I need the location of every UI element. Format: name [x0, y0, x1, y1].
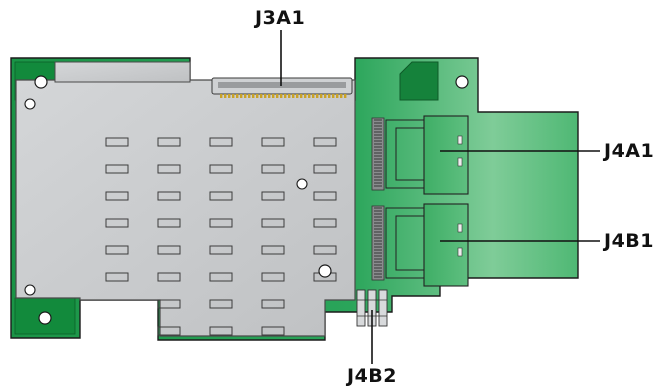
heatsink-fin — [313, 191, 337, 201]
heatsink-fin — [157, 299, 181, 309]
heatsink-fin — [105, 164, 129, 174]
heatsink-fin — [157, 272, 181, 282]
header-pin — [320, 94, 323, 98]
header-pin — [232, 94, 235, 98]
heatsink-fin — [105, 191, 129, 201]
connector-j4a1 — [371, 115, 469, 195]
connector-j3a1-pins — [220, 94, 347, 98]
header-pin — [340, 94, 343, 98]
header-pin — [272, 94, 275, 98]
header-pin — [304, 94, 307, 98]
header-pin — [256, 94, 259, 98]
label-j4b1: J4B1 — [604, 230, 654, 252]
label-j3a1: J3A1 — [255, 7, 306, 29]
heatsink-fin — [261, 191, 285, 201]
header-pin — [224, 94, 227, 98]
heatsink-fin — [261, 299, 285, 309]
header-pin — [328, 94, 331, 98]
heatsink-fins — [105, 137, 337, 336]
mount-hole-center — [296, 178, 308, 190]
heatsink-fin — [209, 272, 233, 282]
header-pin — [316, 94, 319, 98]
heatsink-fin — [209, 137, 233, 147]
heatsink-fin — [261, 164, 285, 174]
header-pin — [336, 94, 339, 98]
heatsink-fin — [313, 245, 337, 255]
heatsink-fin — [105, 137, 129, 147]
header-pin — [244, 94, 247, 98]
heatsink-fin — [157, 191, 181, 201]
heatsink-fin — [105, 245, 129, 255]
heatsink-fin — [157, 326, 181, 336]
header-pin — [276, 94, 279, 98]
header-pin — [220, 94, 223, 98]
header-pin — [312, 94, 315, 98]
heatsink-fin — [261, 272, 285, 282]
header-pin — [240, 94, 243, 98]
heatsink-fin — [157, 245, 181, 255]
heatsink-fin — [313, 137, 337, 147]
header-pin — [300, 94, 303, 98]
header-pin — [228, 94, 231, 98]
header-pin — [292, 94, 295, 98]
mount-hole-mid — [318, 264, 332, 278]
heatsink-fin — [261, 218, 285, 228]
heatsink-fin — [209, 326, 233, 336]
heatsink-fin — [105, 218, 129, 228]
mount-hole-tl2 — [24, 98, 36, 110]
connector-j3a1 — [211, 77, 353, 98]
heatsink-fin — [313, 164, 337, 174]
chip-top-right — [399, 61, 439, 101]
heatsink-fin — [209, 218, 233, 228]
heatsink-fin — [157, 164, 181, 174]
heatsink-fin — [105, 272, 129, 282]
mount-hole-bl2 — [38, 311, 52, 325]
heatsink-fin — [209, 191, 233, 201]
header-pin — [236, 94, 239, 98]
header-pin — [288, 94, 291, 98]
mount-hole-tl — [34, 75, 48, 89]
heatsink-top-notch — [54, 61, 191, 83]
heatsink-fin — [209, 299, 233, 309]
heatsink-fin — [209, 164, 233, 174]
heatsink-fin — [157, 218, 181, 228]
label-j4b2: J4B2 — [347, 365, 397, 387]
heatsink-icon — [15, 79, 356, 337]
header-pin — [248, 94, 251, 98]
header-pin — [308, 94, 311, 98]
header-pin — [280, 94, 283, 98]
heatsink-fin — [157, 137, 181, 147]
header-pin — [332, 94, 335, 98]
label-j4a1: J4A1 — [604, 140, 655, 162]
connector-j4b2 — [356, 289, 388, 327]
heatsink-fin — [313, 218, 337, 228]
header-pin — [264, 94, 267, 98]
heatsink-fin — [209, 245, 233, 255]
header-pin — [296, 94, 299, 98]
header-pin — [344, 94, 347, 98]
mount-hole-bl — [24, 284, 36, 296]
connector-j4b1 — [371, 203, 469, 287]
mount-hole-tr — [455, 75, 469, 89]
header-pin — [260, 94, 263, 98]
heatsink-fin — [261, 326, 285, 336]
header-pin — [284, 94, 287, 98]
heatsink-fin — [261, 245, 285, 255]
header-pin — [324, 94, 327, 98]
header-pin — [252, 94, 255, 98]
header-pin — [268, 94, 271, 98]
port-contact-stripes — [374, 119, 382, 278]
heatsink-fin — [261, 137, 285, 147]
